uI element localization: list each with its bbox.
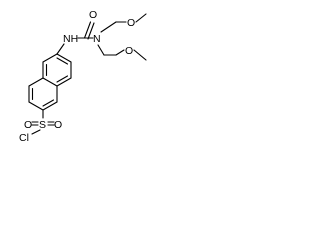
atom-label-sulfur: S (39, 119, 46, 131)
bond (28, 77, 44, 87)
bond (56, 77, 72, 87)
bond (28, 101, 44, 111)
bond (42, 101, 58, 111)
methoxyethyl-arms (97, 13, 147, 61)
sulfonyl-chloride-group (31, 109, 55, 135)
carbonyl-double-bond (87, 22, 95, 40)
naphthalene-lower-ring (28, 77, 58, 111)
bond (42, 77, 58, 87)
bond (42, 53, 58, 63)
bond-ring-to-nh (56, 43, 65, 55)
naphthalene-upper-ring (42, 53, 72, 87)
atom-label-amide-nitrogen: N (93, 33, 101, 45)
atom-label-ether-oxygen-lower: O (125, 45, 133, 57)
bond (135, 13, 147, 23)
bond (133, 49, 147, 61)
atom-labels: NH O N O O S O O Cl (19, 9, 135, 142)
atom-label-ether-oxygen-upper: O (127, 17, 135, 29)
double-bond-inner (42, 99, 55, 107)
double-bond-inner (56, 57, 69, 65)
atom-label-sulfonyl-oxygen-left: O (24, 119, 32, 131)
urea-linkage (56, 21, 95, 55)
bond (56, 53, 72, 63)
atom-label-carbonyl-oxygen: O (89, 9, 97, 21)
carbonyl-double-bond (83, 21, 92, 39)
atom-label-chlorine: Cl (19, 132, 29, 142)
atom-label-sulfonyl-oxygen-right: O (54, 119, 62, 131)
atom-label-nh: NH (63, 33, 78, 45)
bond (115, 49, 125, 56)
bond (100, 21, 117, 33)
chemical-structure-diagram: NH O N O O S O O Cl (19, 9, 147, 142)
bond (97, 44, 105, 56)
double-bond-inner (56, 75, 69, 83)
bond-sulfur-to-chlorine (31, 129, 41, 135)
